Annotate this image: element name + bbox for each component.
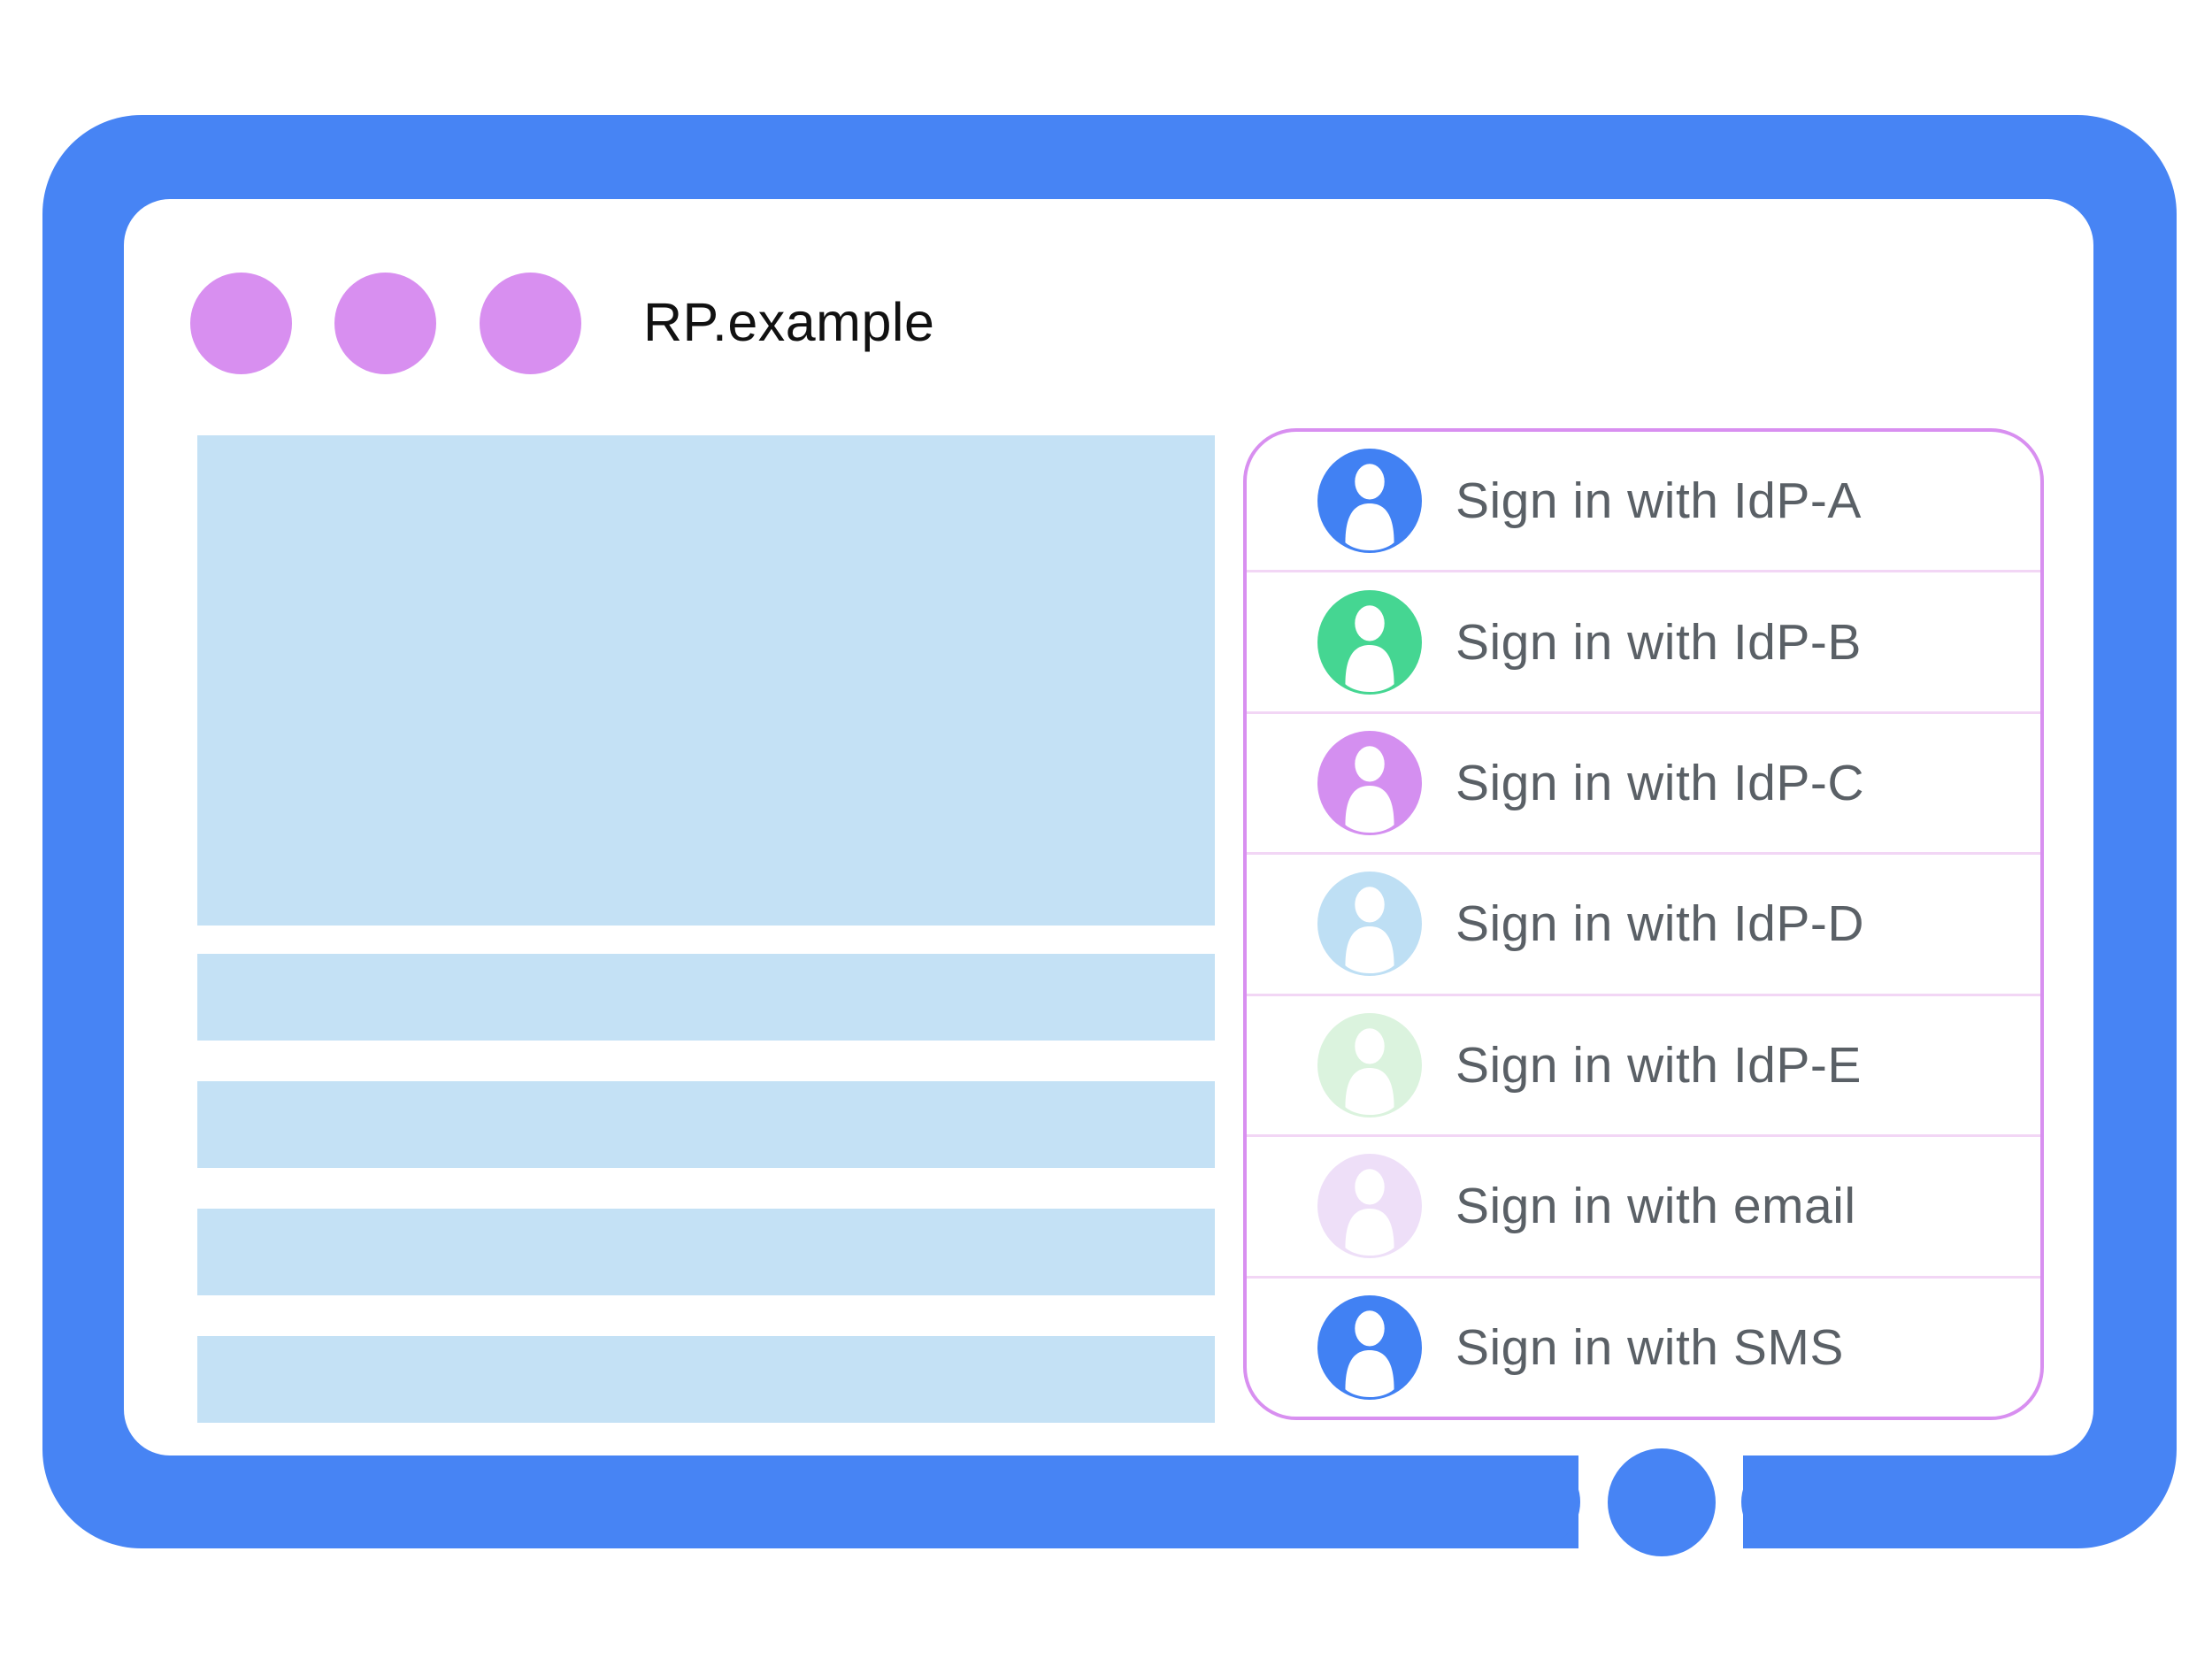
- home-button[interactable]: [1608, 1448, 1716, 1556]
- divider: [1247, 993, 2040, 996]
- bezel-right-cap: [1741, 1455, 1844, 1548]
- user-avatar-icon: [1317, 1154, 1422, 1259]
- signin-option-label: Sign in with IdP-C: [1455, 755, 1865, 812]
- content-placeholder-bar: [197, 954, 1215, 1041]
- signin-option-idp-a[interactable]: Sign in with IdP-A: [1247, 432, 2040, 570]
- content-placeholder-bar: [197, 1081, 1215, 1168]
- user-avatar-icon: [1317, 1012, 1422, 1118]
- window-control-icon[interactable]: [190, 273, 292, 374]
- divider: [1247, 1275, 2040, 1279]
- content-placeholder-hero: [197, 435, 1215, 926]
- signin-option-label: Sign in with IdP-A: [1455, 472, 1862, 530]
- signin-option-idp-d[interactable]: Sign in with IdP-D: [1247, 855, 2040, 993]
- divider: [1247, 570, 2040, 573]
- signin-option-label: Sign in with SMS: [1455, 1318, 1844, 1376]
- window-control-icon[interactable]: [334, 273, 436, 374]
- signin-option-label: Sign in with IdP-B: [1455, 613, 1862, 671]
- signin-option-label: Sign in with email: [1455, 1178, 1856, 1235]
- divider: [1247, 852, 2040, 856]
- site-title: RP.example: [643, 292, 935, 352]
- signin-option-idp-b[interactable]: Sign in with IdP-B: [1247, 572, 2040, 710]
- user-avatar-icon: [1317, 589, 1422, 695]
- divider: [1247, 1134, 2040, 1138]
- signin-option-idp-e[interactable]: Sign in with IdP-E: [1247, 996, 2040, 1134]
- signin-option-label: Sign in with IdP-D: [1455, 895, 1865, 953]
- user-avatar-icon: [1317, 872, 1422, 977]
- signin-option-sms[interactable]: Sign in with SMS: [1247, 1279, 2040, 1417]
- bezel-left-cap: [1478, 1455, 1580, 1548]
- signin-option-idp-c[interactable]: Sign in with IdP-C: [1247, 714, 2040, 852]
- user-avatar-icon: [1317, 449, 1422, 554]
- window-control-icon[interactable]: [480, 273, 581, 374]
- user-avatar-icon: [1317, 1294, 1422, 1400]
- content-placeholder-bar: [197, 1336, 1215, 1423]
- signin-option-email[interactable]: Sign in with email: [1247, 1137, 2040, 1275]
- content-placeholder-bar: [197, 1209, 1215, 1295]
- signin-panel: Sign in with IdP-A Sign in with IdP-B Si…: [1243, 428, 2044, 1420]
- divider: [1247, 710, 2040, 714]
- signin-option-label: Sign in with IdP-E: [1455, 1036, 1862, 1094]
- user-avatar-icon: [1317, 731, 1422, 836]
